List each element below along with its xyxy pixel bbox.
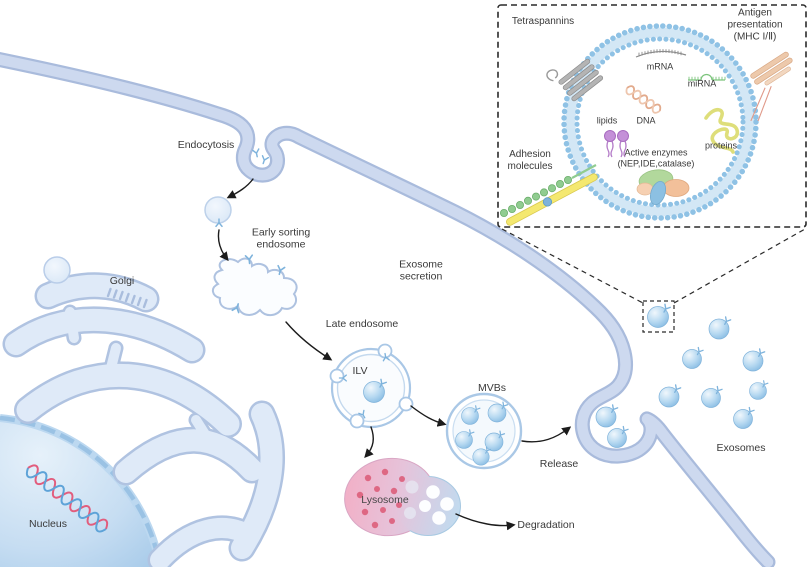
- exosome-icon: [734, 408, 755, 429]
- exosome-icon: [683, 348, 704, 369]
- golgi-apparatus: [2, 256, 285, 567]
- exosome-inset: [497, 4, 807, 228]
- arrow-to-early-endosome: [217, 229, 229, 262]
- arrow-to-lysosome: [364, 426, 374, 459]
- mrna-icon: [635, 49, 687, 58]
- adhesion-rod-icon: [506, 173, 598, 226]
- cell-membrane: [0, 51, 776, 567]
- nucleus-body: [0, 418, 160, 567]
- exosome-icon: [750, 381, 768, 400]
- enzyme-cluster-icon: [636, 169, 690, 206]
- receptor-icon: [259, 155, 270, 166]
- mirna-icon: [688, 73, 726, 81]
- protein-icon: [704, 107, 740, 154]
- lipid-icon: [604, 130, 629, 158]
- arrow-to-mvb: [410, 405, 447, 427]
- exosome-icon: [709, 317, 731, 339]
- lysosome: [344, 457, 461, 537]
- exosome-icon: [648, 304, 671, 327]
- exosome-icon: [596, 405, 618, 427]
- magnifier-line: [673, 228, 806, 304]
- endosome-bud: [349, 413, 365, 429]
- exosome-icon: [608, 427, 629, 448]
- mhc-icon: [750, 51, 793, 122]
- early-endosome: [212, 254, 298, 316]
- golgi-ribs: [106, 287, 148, 309]
- endocytic-vesicle: [204, 196, 232, 228]
- lysosome-granules: [356, 468, 405, 529]
- golgi-vesicle: [43, 256, 71, 284]
- exosome-icon: [659, 385, 681, 407]
- arrow-to-late-endosome: [285, 321, 333, 361]
- late-endosome: [329, 343, 414, 429]
- endosome-bud: [329, 368, 345, 384]
- exosome-icon: [743, 349, 765, 371]
- arrow-endocytosis: [226, 178, 254, 199]
- arrow-release: [521, 426, 572, 443]
- exosome-membrane-ring: [561, 23, 759, 221]
- lysosome-vacuoles: [404, 480, 454, 525]
- nucleus: [0, 414, 164, 567]
- adhesion-chain-icon: [499, 164, 597, 217]
- nuclear-pores: [0, 415, 163, 567]
- dna-icon: [625, 85, 662, 114]
- receptor-icon: [252, 148, 261, 159]
- endosome-bud: [398, 396, 414, 412]
- arrow-degradation: [455, 513, 516, 531]
- exosome-icon: [702, 387, 723, 408]
- tetraspanin-icon: [546, 58, 604, 102]
- magnifier-box-icon: [501, 228, 806, 333]
- mvb: [445, 392, 523, 470]
- pathway-arrows: [217, 178, 572, 531]
- dna-helix-icon: [25, 464, 109, 533]
